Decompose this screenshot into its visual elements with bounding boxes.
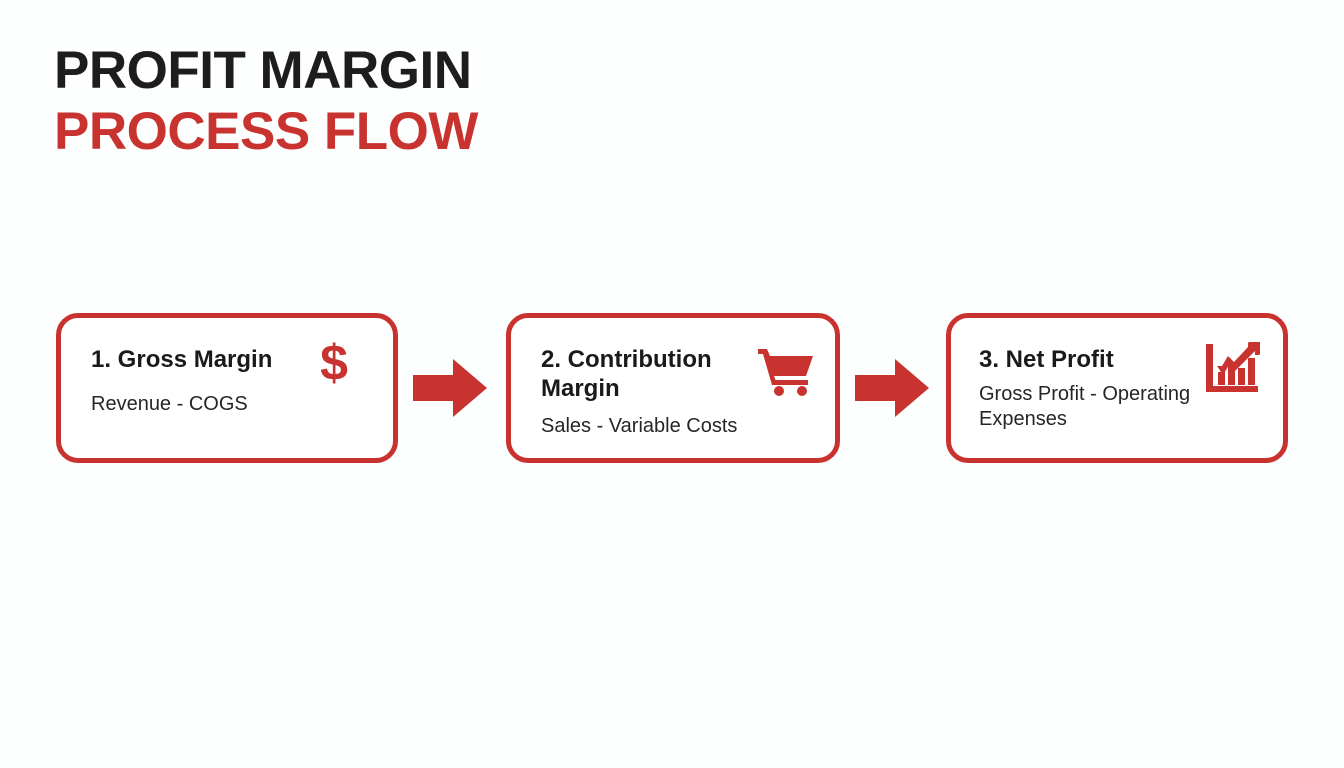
page-title-line-2: PROCESS FLOW <box>54 102 478 161</box>
flow-step-gross-margin[interactable]: 1. Gross Margin Revenue - COGS $ <box>56 313 398 463</box>
flow-step-subtitle: Sales - Variable Costs <box>541 414 738 437</box>
flow-step-subtitle: Revenue - COGS <box>91 393 248 416</box>
arrow-right-icon <box>855 359 929 417</box>
flow-step-text: 1. Gross Margin Revenue - COGS <box>91 345 307 417</box>
flow-step-contribution-margin[interactable]: 2. Contribution Margin Sales - Variable … <box>506 313 840 463</box>
flow-step-title: 2. Contribution Margin <box>541 346 712 403</box>
flow-step-content: 3. Net Profit Gross Profit - Operating E… <box>951 318 1283 458</box>
flow-step-text: 2. Contribution Margin Sales - Variable … <box>541 345 763 438</box>
dollar-sign-icon: $ <box>320 335 348 391</box>
flow-step-net-profit[interactable]: 3. Net Profit Gross Profit - Operating E… <box>946 313 1288 463</box>
flow-step-title: 1. Gross Margin <box>91 346 273 373</box>
arrow-right-icon <box>413 359 487 417</box>
bar-chart-growth-icon <box>1203 342 1261 400</box>
page-title-line-1: PROFIT MARGIN <box>54 41 472 100</box>
process-flow-diagram: 1. Gross Margin Revenue - COGS $ 2. Cont… <box>0 313 1344 463</box>
flow-step-title: 3. Net Profit <box>979 346 1114 373</box>
flow-step-text: 3. Net Profit Gross Profit - Operating E… <box>979 345 1205 431</box>
page-title: PROFIT MARGIN PROCESS FLOW <box>54 44 478 158</box>
flow-step-content: 1. Gross Margin Revenue - COGS $ <box>61 318 393 458</box>
flow-step-content: 2. Contribution Margin Sales - Variable … <box>511 318 835 458</box>
shopping-cart-icon <box>757 346 815 404</box>
flow-step-subtitle: Gross Profit - Operating Expenses <box>979 383 1191 430</box>
